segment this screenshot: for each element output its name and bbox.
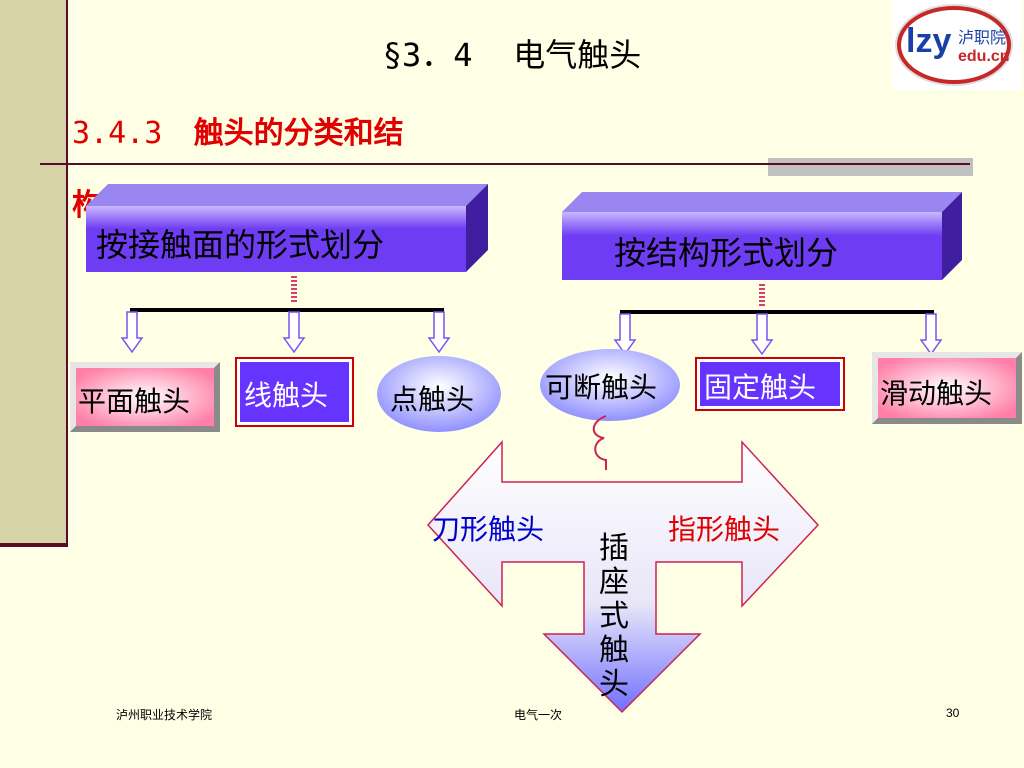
arrow-label-knife: 刀形触头 [432, 513, 545, 546]
footer-course: 电气一次 [514, 708, 563, 722]
three-way-arrow [426, 440, 820, 714]
item-label-fixed: 固定触头 [704, 371, 817, 404]
section-subtitle: 3.4.3 触头的分类和结 [72, 108, 404, 152]
curly-connector [592, 415, 607, 470]
title-prefix: §3．4 [382, 36, 473, 74]
arrow-label-finger: 指形触头 [668, 513, 781, 546]
right-header-box [562, 192, 962, 280]
subtitle-text: 触头的分类和结 [193, 116, 404, 151]
left-header-label: 按接触面的形式划分 [96, 226, 385, 264]
branch-arrows [120, 311, 943, 356]
logo-brand: lzy [906, 22, 952, 60]
item-box-sliding [872, 352, 1022, 424]
school-logo: lzy 泸职院 edu.cn [892, 0, 1022, 90]
left-sidebar-bar [0, 0, 68, 545]
item-label-planar: 平面触头 [78, 385, 191, 418]
left-header-box [86, 184, 488, 272]
item-label-line: 线触头 [244, 379, 329, 412]
item-oval-point [377, 356, 501, 432]
item-label-sliding: 滑动触头 [880, 377, 993, 410]
item-box-planar [70, 362, 220, 432]
left-sidebar-underline [0, 543, 68, 547]
title-text: 电气触头 [513, 36, 642, 74]
subtitle-number: 3.4.3 [72, 116, 163, 151]
header-rule [40, 163, 970, 165]
footer-page-number: 30 [946, 706, 960, 720]
header-rule-gray [768, 158, 973, 176]
item-box-line [235, 357, 354, 427]
item-box-fixed [695, 357, 845, 411]
item-label-breakable: 可断触头 [545, 371, 658, 404]
footer-school: 泸州职业技术学院 [116, 708, 213, 722]
item-oval-breakable [540, 349, 680, 421]
right-header-label: 按结构形式划分 [614, 234, 839, 272]
item-label-point: 点触头 [390, 383, 475, 416]
page-title: §3．4 电气触头 [0, 30, 1024, 76]
logo-domain: edu.cn [958, 48, 1010, 65]
arrow-label-socket: 插座式触头 [599, 531, 629, 702]
logo-school: 泸职院 [958, 28, 1007, 47]
